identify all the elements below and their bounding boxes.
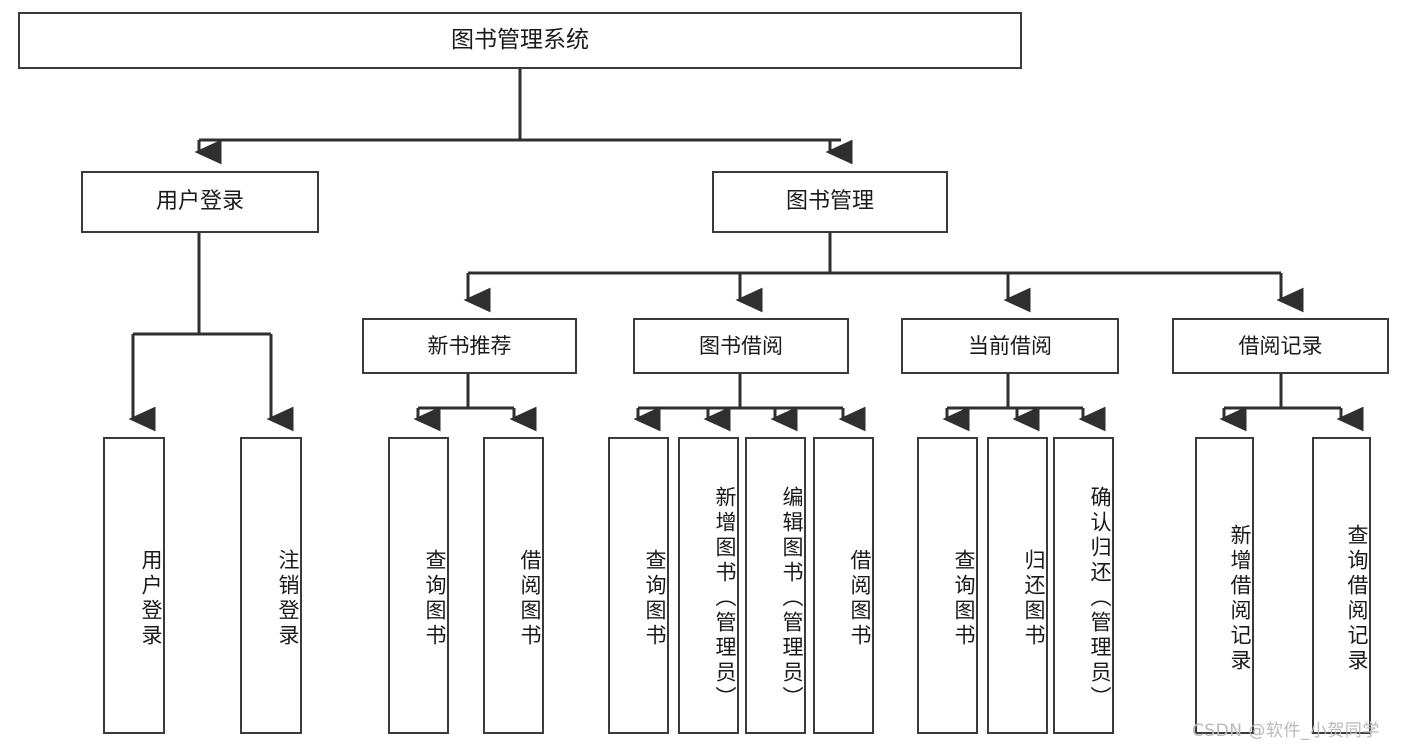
node-leaf-logout[interactable]: 注销登录	[240, 437, 302, 734]
node-leaf-query-record-label: 查询借阅记录	[1345, 523, 1369, 674]
node-leaf-user-login-label: 用户登录	[139, 548, 163, 649]
node-leaf-borrow-book-2-label: 借阅图书	[848, 548, 872, 649]
node-leaf-add-record[interactable]: 新增借阅记录	[1195, 437, 1254, 734]
node-leaf-add-book-label: 新增图书（管理员）	[713, 486, 737, 711]
node-leaf-query-book-2[interactable]: 查询图书	[608, 437, 669, 734]
node-leaf-edit-book[interactable]: 编辑图书（管理员）	[745, 437, 806, 734]
node-leaf-logout-label: 注销登录	[276, 548, 300, 649]
node-book-manage-label: 图书管理	[785, 189, 874, 215]
node-borrow-record[interactable]: 借阅记录	[1172, 318, 1389, 374]
node-new-book-recommend-label: 新书推荐	[427, 333, 512, 358]
csdn-watermark: CSDN @软件_小贺同学	[1192, 721, 1380, 741]
node-leaf-query-record[interactable]: 查询借阅记录	[1312, 437, 1371, 734]
node-leaf-query-book-1-label: 查询图书	[423, 548, 447, 649]
node-leaf-borrow-book-2[interactable]: 借阅图书	[813, 437, 874, 734]
node-leaf-return-book[interactable]: 归还图书	[987, 437, 1048, 734]
node-book-borrow-label: 图书借阅	[699, 333, 783, 358]
node-leaf-borrow-book-1[interactable]: 借阅图书	[483, 437, 544, 734]
node-leaf-query-book-1[interactable]: 查询图书	[388, 437, 449, 734]
node-root-label: 图书管理系统	[451, 26, 589, 53]
node-leaf-return-book-label: 归还图书	[1022, 548, 1046, 649]
node-book-manage[interactable]: 图书管理	[712, 171, 948, 233]
node-current-borrow[interactable]: 当前借阅	[901, 318, 1119, 374]
node-leaf-confirm-return[interactable]: 确认归还（管理员）	[1053, 437, 1114, 734]
node-borrow-record-label: 借阅记录	[1238, 333, 1323, 358]
node-user-login-label: 用户登录	[155, 189, 244, 215]
node-leaf-edit-book-label: 编辑图书（管理员）	[780, 486, 804, 711]
node-new-book-recommend[interactable]: 新书推荐	[362, 318, 577, 374]
node-leaf-user-login[interactable]: 用户登录	[103, 437, 165, 734]
node-user-login[interactable]: 用户登录	[81, 171, 319, 233]
node-leaf-add-book[interactable]: 新增图书（管理员）	[678, 437, 739, 734]
node-leaf-query-book-2-label: 查询图书	[643, 548, 667, 649]
node-leaf-borrow-book-1-label: 借阅图书	[518, 548, 542, 649]
node-root[interactable]: 图书管理系统	[18, 12, 1022, 69]
node-leaf-query-book-3-label: 查询图书	[952, 548, 976, 649]
node-book-borrow[interactable]: 图书借阅	[633, 318, 849, 374]
node-leaf-confirm-return-label: 确认归还（管理员）	[1088, 486, 1112, 711]
node-leaf-query-book-3[interactable]: 查询图书	[917, 437, 978, 734]
node-leaf-add-record-label: 新增借阅记录	[1228, 523, 1252, 674]
node-current-borrow-label: 当前借阅	[968, 333, 1052, 358]
